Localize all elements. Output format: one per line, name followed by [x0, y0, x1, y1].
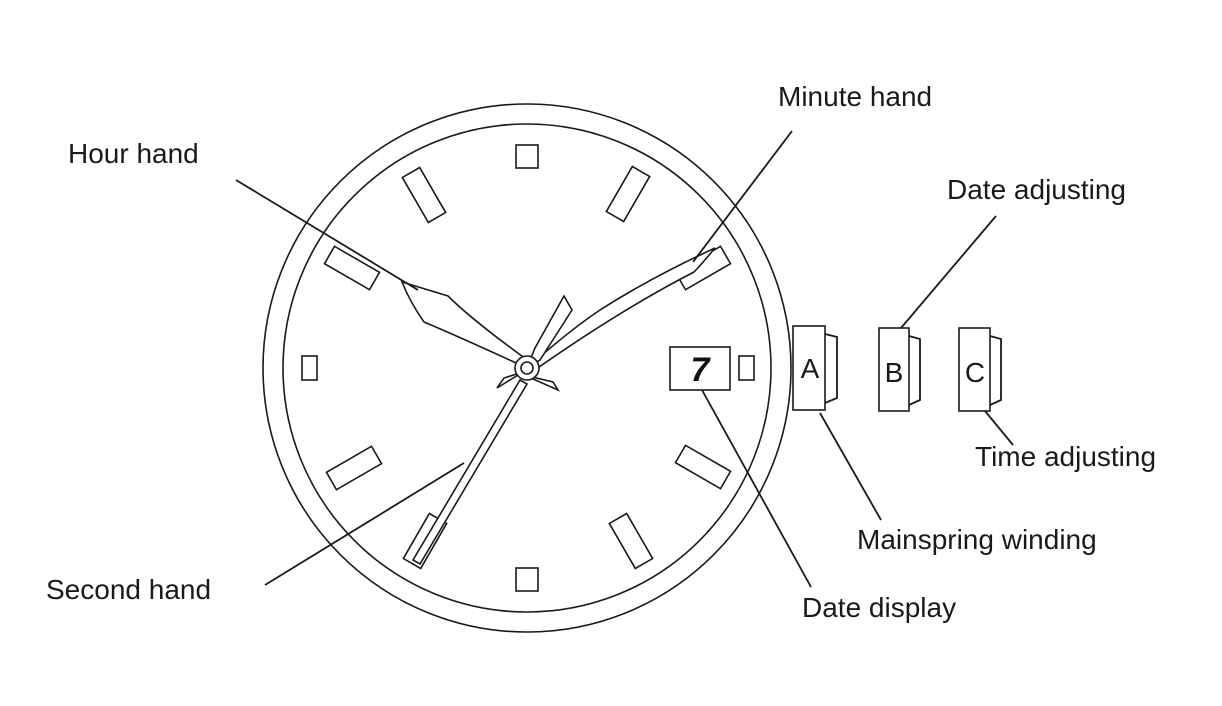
- marker-8: [325, 445, 383, 491]
- crown-position-b: B: [878, 327, 921, 412]
- marker-5: [608, 512, 654, 570]
- minute-hand: [525, 247, 716, 374]
- label-mainspring-winding: Mainspring winding: [857, 524, 1097, 555]
- date-adjusting-leader: [900, 215, 997, 329]
- svg-text:A: A: [801, 353, 820, 384]
- marker-9: [301, 355, 318, 381]
- hour-hand: [400, 280, 532, 370]
- date-window: [669, 346, 731, 391]
- svg-text:C: C: [965, 357, 985, 388]
- label-hour-hand: Hour hand: [68, 138, 199, 169]
- marker-10: [323, 245, 381, 291]
- minute-hand-leader: [692, 130, 793, 263]
- label-date-display: Date display: [802, 592, 956, 623]
- marker-6: [515, 567, 539, 592]
- second-hand-tail: [496, 371, 524, 389]
- marker-11: [401, 166, 447, 224]
- second-hand-leader: [264, 462, 465, 586]
- time-adjusting-leader: [984, 410, 1014, 446]
- date-display-leader: [701, 389, 812, 588]
- crown-position-a: A: [792, 325, 838, 411]
- marker-1: [605, 165, 651, 223]
- marker-12: [515, 144, 539, 169]
- crown-position-c: C: [958, 327, 1002, 412]
- label-date-adjusting: Date adjusting: [947, 174, 1126, 205]
- center-pin-inner: [520, 361, 534, 375]
- label-time-adjusting: Time adjusting: [975, 441, 1156, 472]
- hour-markers: [301, 144, 755, 592]
- svg-text:B: B: [885, 357, 904, 388]
- date-value: 7: [691, 351, 712, 389]
- hour-hand-leader: [235, 179, 419, 291]
- mainspring-winding-leader: [819, 412, 882, 521]
- marker-4: [674, 444, 732, 490]
- label-second-hand: Second hand: [46, 574, 211, 605]
- marker-3: [738, 355, 755, 381]
- label-minute-hand: Minute hand: [778, 81, 932, 112]
